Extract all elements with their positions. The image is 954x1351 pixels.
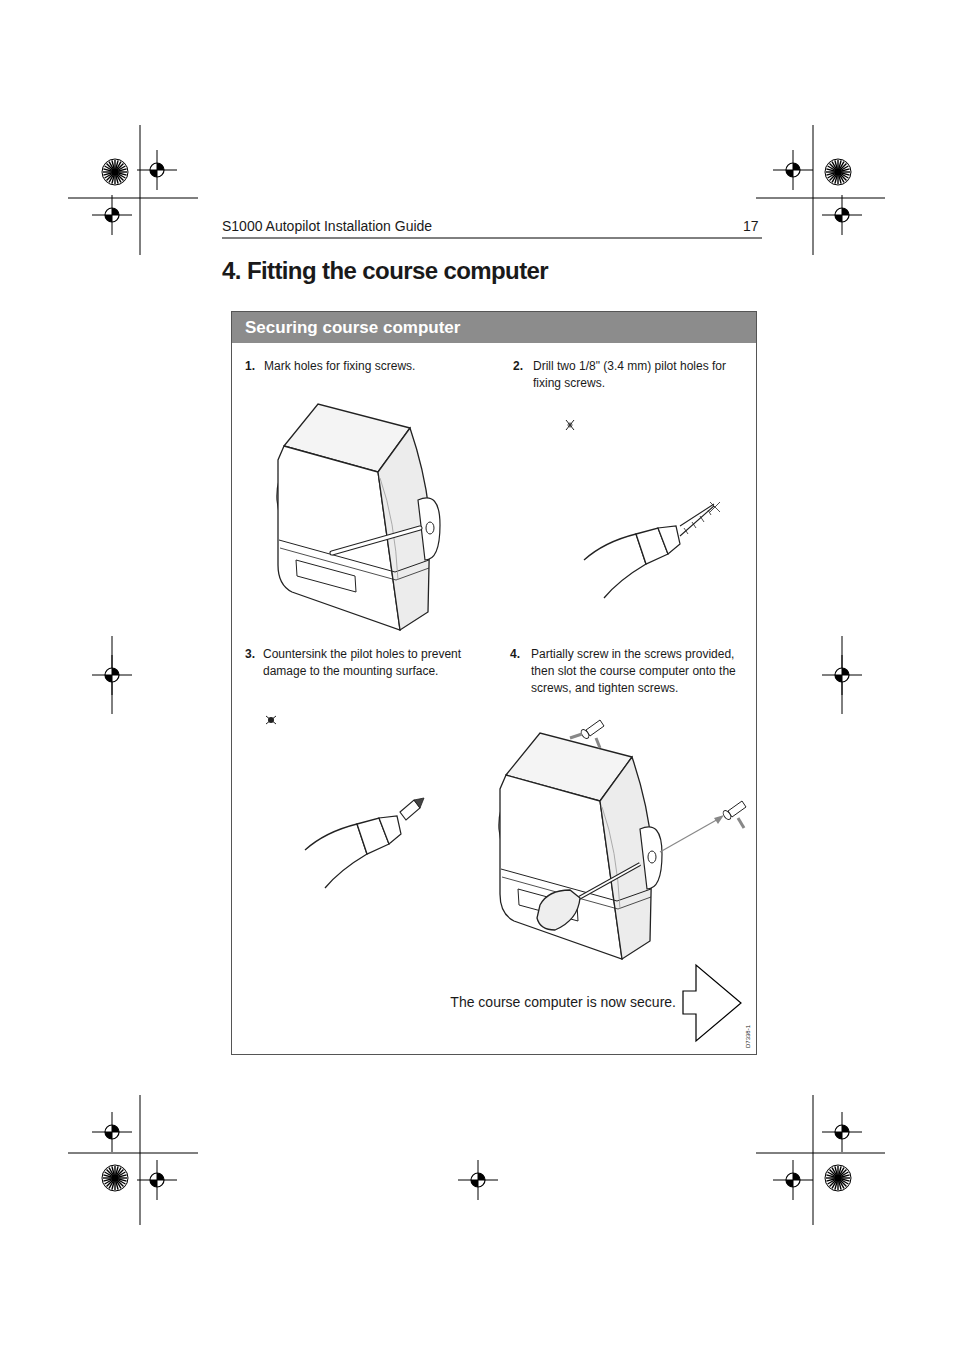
- step-number: 3.: [245, 646, 255, 663]
- step-text: Countersink the pilot holes to prevent d…: [263, 646, 488, 680]
- completion-note: The course computer is now secure.: [450, 992, 676, 1012]
- figure-code: D7338-1: [744, 1025, 753, 1048]
- running-header: S1000 Autopilot Installation Guide: [222, 216, 432, 236]
- step-number: 4.: [510, 646, 520, 663]
- page-title: 4. Fitting the course computer: [222, 257, 548, 285]
- step-text: Partially screw in the screws provided, …: [531, 646, 753, 697]
- page-number: 17: [743, 216, 759, 236]
- step-number: 2.: [513, 358, 523, 375]
- step-number: 1.: [245, 358, 255, 375]
- step-text: Drill two 1/8" (3.4 mm) pilot holes for …: [533, 358, 743, 392]
- step-text: Mark holes for fixing screws.: [264, 358, 484, 375]
- panel-heading: Securing course computer: [232, 312, 756, 343]
